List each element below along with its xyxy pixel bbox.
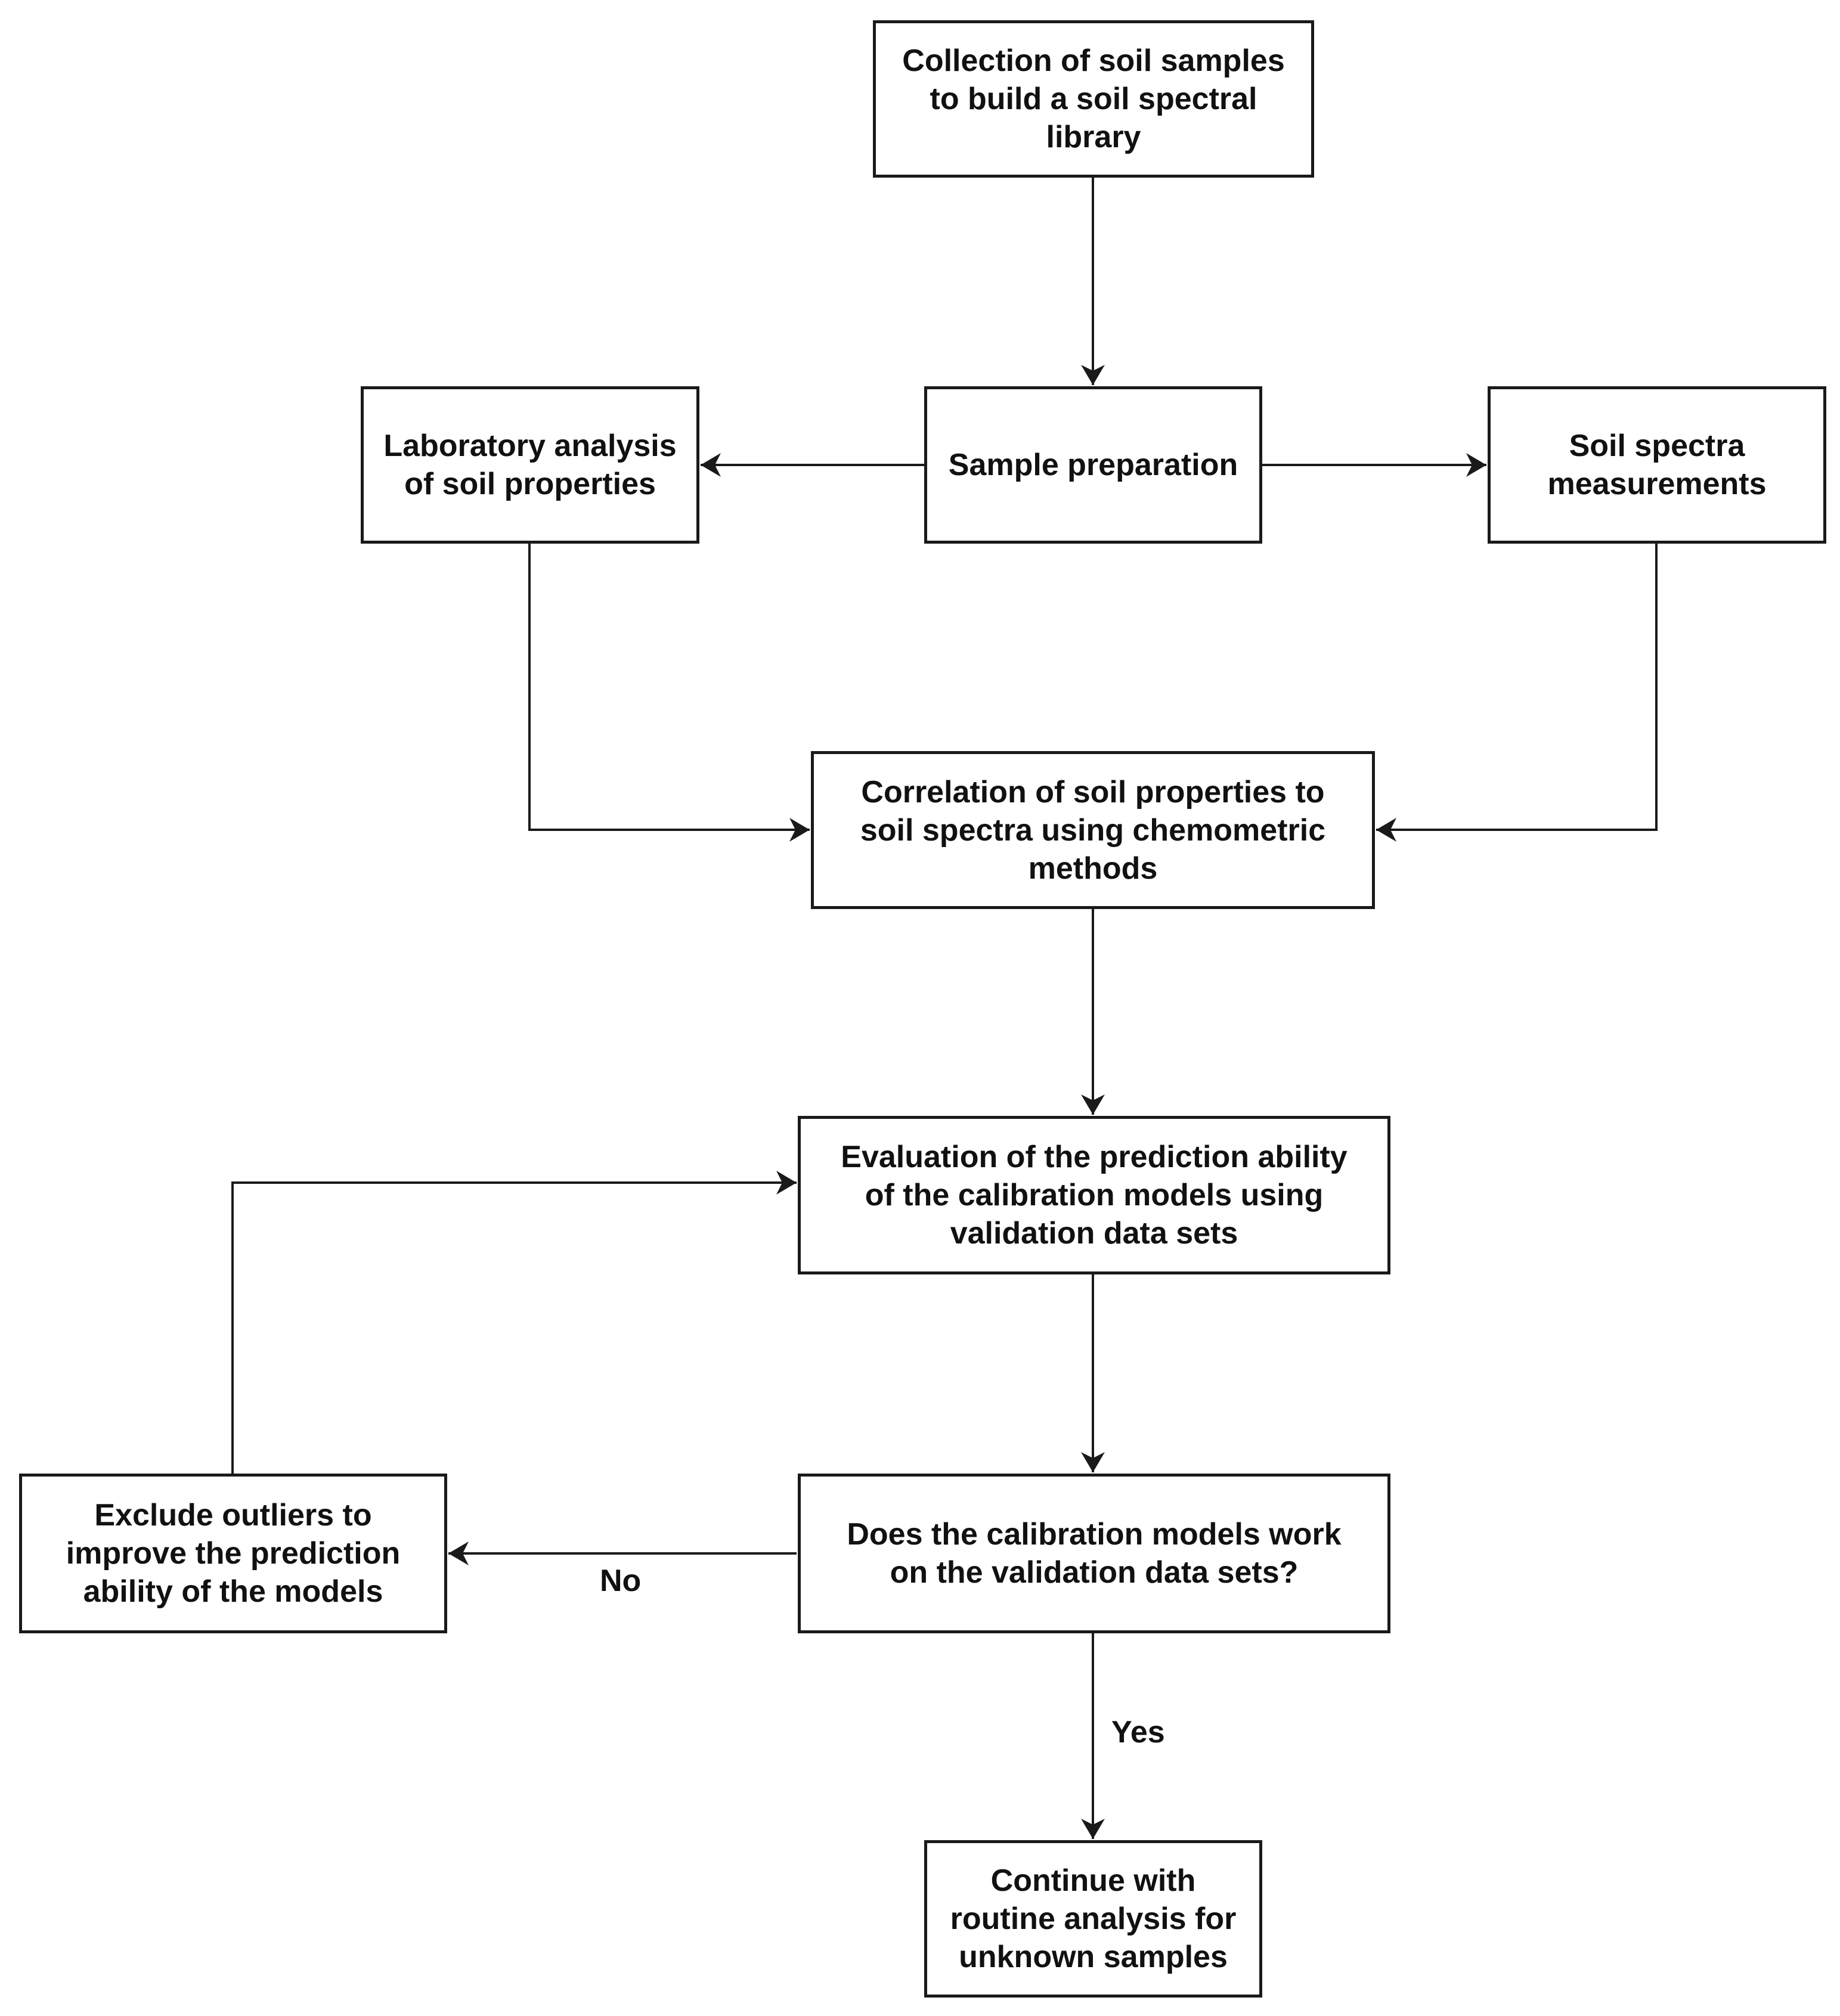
arrowhead-spectra [1466,453,1486,477]
node-preparation-label: Sample preparation [948,448,1238,482]
arrow-exclude-to-evaluation [231,1181,797,1474]
node-spectra: Soil spectra measurements [1488,386,1826,544]
node-collection: Collection of soil samples to build a so… [873,20,1314,178]
arrowhead-decision [1081,1452,1105,1472]
arrow-lab-analysis-to-correlation [528,544,810,831]
arrow-spectra-to-correlation [1376,544,1658,831]
node-evaluation-label: Evaluation of the prediction ability of … [841,1140,1348,1251]
node-preparation: Sample preparation [924,386,1262,544]
edge-label-no: No [600,1564,642,1598]
node-correlation: Correlation of soil properties to soil s… [811,751,1375,909]
arrowhead-evaluation-loop [776,1171,797,1195]
node-continue-label: Continue with routine analysis for unkno… [950,1863,1237,1974]
arrowhead-lab-analysis [701,453,721,477]
arrowhead-correlation-right [1376,818,1396,842]
arrowhead-preparation [1081,365,1105,385]
node-continue: Continue with routine analysis for unkno… [924,1840,1262,1998]
node-collection-label: Collection of soil samples to build a so… [902,44,1285,154]
node-decision: Does the calibration models work on the … [798,1474,1390,1633]
node-spectra-label: Soil spectra measurements [1547,429,1767,501]
arrowhead-continue [1081,1819,1105,1839]
node-exclude: Exclude outliers to improve the predicti… [19,1474,447,1633]
arrowhead-correlation-left [789,818,810,842]
node-evaluation: Evaluation of the prediction ability of … [798,1116,1390,1274]
node-correlation-label: Correlation of soil properties to soil s… [860,774,1326,886]
node-lab-analysis: Laboratory analysis of soil properties [361,386,699,544]
arrowhead-evaluation [1081,1094,1105,1115]
node-decision-label: Does the calibration models work on the … [847,1517,1342,1590]
node-exclude-label: Exclude outliers to improve the predicti… [66,1498,401,1609]
arrowhead-exclude [448,1542,469,1565]
edge-label-yes: Yes [1111,1715,1165,1750]
node-lab-analysis-label: Laboratory analysis of soil properties [383,429,677,501]
